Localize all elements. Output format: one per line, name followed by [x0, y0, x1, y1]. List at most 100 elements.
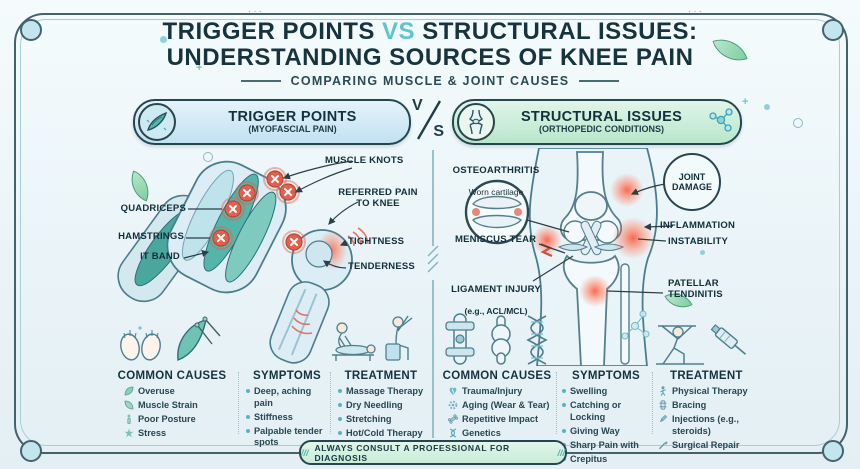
bullet-dot: [246, 428, 250, 433]
massage-icon: [332, 322, 376, 361]
label-inflammation: INFLAMMATION: [660, 220, 736, 231]
column-separator: [238, 372, 239, 434]
panel-divider: [427, 150, 439, 438]
vs-divider-badge: V S: [412, 97, 446, 143]
slash-decoration: ///: [301, 447, 309, 458]
label-it-band: IT BAND: [140, 251, 180, 262]
structural-anatomy-illustration: [464, 148, 674, 366]
bullet-dot: [246, 389, 250, 393]
posture-icon: [124, 414, 134, 425]
label-tightness: TIGHTNESS: [348, 236, 405, 247]
title-part1: TRIGGER POINTS: [162, 18, 375, 45]
bullet-dot: [338, 403, 342, 407]
dash-decoration: ···: [248, 6, 264, 17]
joint-damage-badge: JOINT DAMAGE: [663, 153, 721, 211]
osteoarthritis-sub: Worn cartilage: [468, 186, 524, 197]
list-item: Repetitive Impact: [447, 414, 554, 426]
list-item: Sharp Pain with: [562, 440, 652, 452]
list-item: Stress: [124, 428, 234, 440]
knee-joint-icon: [457, 103, 495, 141]
label-referred-pain: REFERRED PAIN TO KNEE: [338, 187, 418, 209]
list-item: Palpable tender spots: [246, 426, 332, 449]
column-separator: [330, 372, 331, 434]
gear-icon: [448, 400, 458, 410]
list-item: Swelling: [562, 386, 652, 398]
hands-icon: [120, 326, 161, 361]
right-common-causes-column: COMMON CAUSES Trauma/Injury Aging (Wear …: [440, 370, 554, 442]
structural-issues-header-pill: STRUCTURAL ISSUES (ORTHOPEDIC CONDITIONS…: [452, 99, 742, 145]
label-meniscus-tear: MENISCUS TEAR: [455, 234, 537, 245]
dot-decoration: [160, 36, 167, 43]
column-header: COMMON CAUSES: [442, 370, 552, 382]
left-pill-subtitle: (MYOFASCIAL PAIN): [248, 123, 337, 134]
exercise-icon: [656, 325, 704, 365]
subtitle-row: COMPARING MUSCLE & JOINT CAUSES: [0, 74, 860, 88]
title-vs: VS: [382, 18, 416, 45]
bullet-dot: [562, 389, 566, 393]
leaf-icon: [124, 400, 134, 410]
stretching-icon: [385, 315, 413, 361]
list-item: Hot/Cold Therapy: [338, 428, 428, 440]
brace-icon: [658, 400, 668, 410]
bullet-dot: [338, 417, 342, 421]
molecule-icon: [708, 107, 734, 138]
dna-icon: [526, 315, 548, 365]
right-pill-title: STRUCTURAL ISSUES: [520, 108, 683, 125]
right-pill-subtitle: (ORTHOPEDIC CONDITIONS): [539, 123, 664, 134]
page-subtitle: COMPARING MUSCLE & JOINT CAUSES: [290, 74, 570, 88]
bullet-dot: [338, 431, 342, 435]
bullet-dot: [338, 389, 342, 393]
vs-slash: [416, 100, 442, 140]
list-item: Genetics: [448, 428, 554, 440]
column-header: TREATMENT: [670, 370, 743, 382]
list-item: Overuse: [124, 386, 234, 398]
list-item: Aging (Wear & Tear): [448, 400, 554, 412]
dash-decoration: ···: [688, 6, 704, 17]
label-instability: INSTABILITY: [668, 236, 729, 247]
column-header: COMMON CAUSES: [117, 370, 227, 382]
trigger-points-anatomy-illustration: [117, 160, 369, 364]
ring-decoration: [203, 152, 213, 162]
sparkle-icon: +: [196, 62, 203, 74]
corner-circle: [20, 19, 42, 41]
list-item: Trauma/Injury: [448, 386, 554, 398]
left-symptoms-column: SYMPTOMS Deep, aching pain Stiffness Pal…: [242, 370, 332, 451]
ligament-injury-title: LIGAMENT INJURY: [451, 283, 541, 295]
label-osteoarthritis: OSTEOARTHRITIS Worn cartilage: [446, 155, 546, 199]
column-header: SYMPTOMS: [571, 370, 640, 382]
list-item: Dry Needling: [338, 400, 428, 412]
label-ligament-injury: LIGAMENT INJURY (e.g., ACL/MCL): [446, 274, 546, 318]
subtitle-dash: [579, 80, 620, 82]
pill-text: STRUCTURAL ISSUES (ORTHOPEDIC CONDITIONS…: [495, 108, 708, 135]
list-item: Physical Therapy: [658, 386, 776, 398]
corner-circle: [822, 440, 844, 462]
left-pill-title: TRIGGER POINTS: [228, 108, 357, 125]
osteoarthritis-title: OSTEOARTHRITIS: [452, 164, 540, 176]
list-item: Stretching: [338, 414, 428, 426]
title-part2: STRUCTURAL ISSUES:: [422, 18, 698, 45]
bullet-dot: [246, 414, 250, 419]
trigger-points-header-pill: TRIGGER POINTS (MYOFASCIAL PAIN): [133, 99, 411, 145]
list-item: Surgical Repair: [658, 440, 776, 452]
list-item: Catching or Locking: [562, 400, 652, 423]
scalpel-icon: [658, 440, 668, 450]
knee-brace-icon: [445, 313, 475, 365]
list-item: Injections (e.g., steroids): [658, 414, 776, 437]
corner-circle: [822, 19, 844, 41]
list-item: Massage Therapy: [338, 386, 428, 398]
disclaimer-text: ALWAYS CONSULT A PROFESSIONAL FOR DIAGNO…: [314, 442, 510, 463]
label-quadriceps: QUADRICEPS: [120, 203, 186, 214]
muscle-icon: [138, 103, 176, 141]
list-item: Crepitus: [562, 454, 652, 466]
label-hamstrings: HAMSTRINGS: [118, 231, 184, 242]
leaf-icon: [124, 386, 134, 396]
dna-icon: [448, 428, 458, 438]
subtitle-dash: [240, 80, 281, 82]
bone-icon: [447, 414, 459, 424]
broken-heart-icon: [448, 386, 458, 396]
osteoarthritis-inset: [464, 179, 530, 245]
molecule-decoration: [621, 310, 650, 340]
label-tenderness: TENDERNESS: [348, 261, 415, 272]
syringe-icon: [710, 324, 747, 355]
